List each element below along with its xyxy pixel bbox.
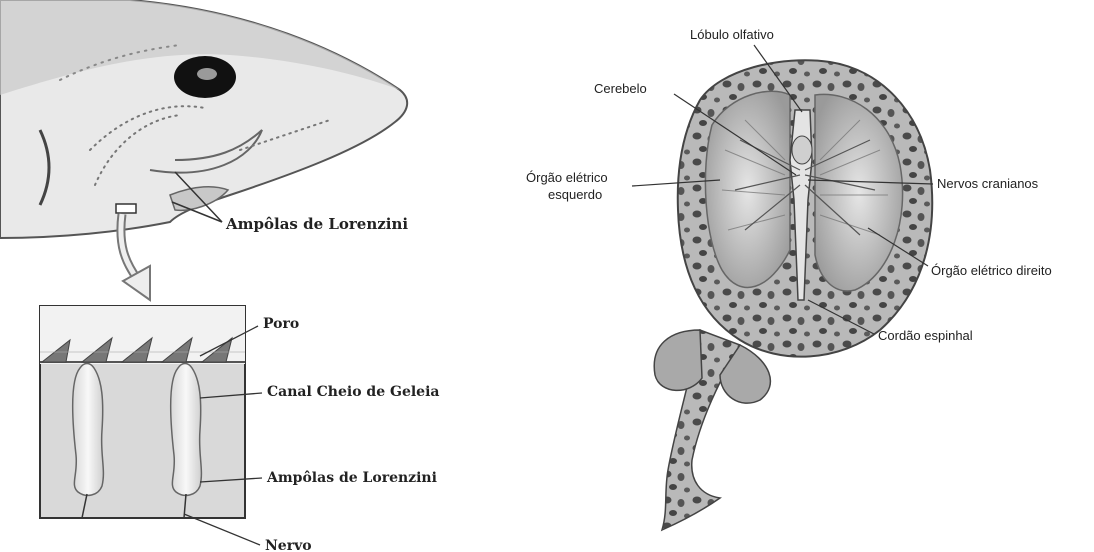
canal-label: Canal Cheio de Geleia [267, 384, 439, 400]
ampullae-label: Ampôlas de Lorenzini [225, 215, 408, 233]
left-organ-label-line1: Órgão elétrico [526, 170, 608, 185]
left-organ-label-line2: esquerdo [548, 187, 602, 202]
spinal-cord-label: Cordão espinhal [878, 328, 973, 343]
olfactory-lobe-label: Lóbulo olfativo [690, 27, 774, 42]
cerebellum-label: Cerebelo [594, 81, 647, 96]
inset-ampullae-label: Ampôlas de Lorenzini [266, 470, 437, 486]
right-organ-label: Órgão elétrico direito [931, 263, 1052, 278]
cranial-nerves-label: Nervos cranianos [937, 176, 1039, 191]
nerve-label: Nervo [265, 538, 312, 552]
electric-ray-illustration [654, 60, 932, 530]
pore-label: Poro [263, 316, 299, 332]
pore-marker [116, 204, 136, 213]
ampullae-cross-section [40, 306, 245, 518]
